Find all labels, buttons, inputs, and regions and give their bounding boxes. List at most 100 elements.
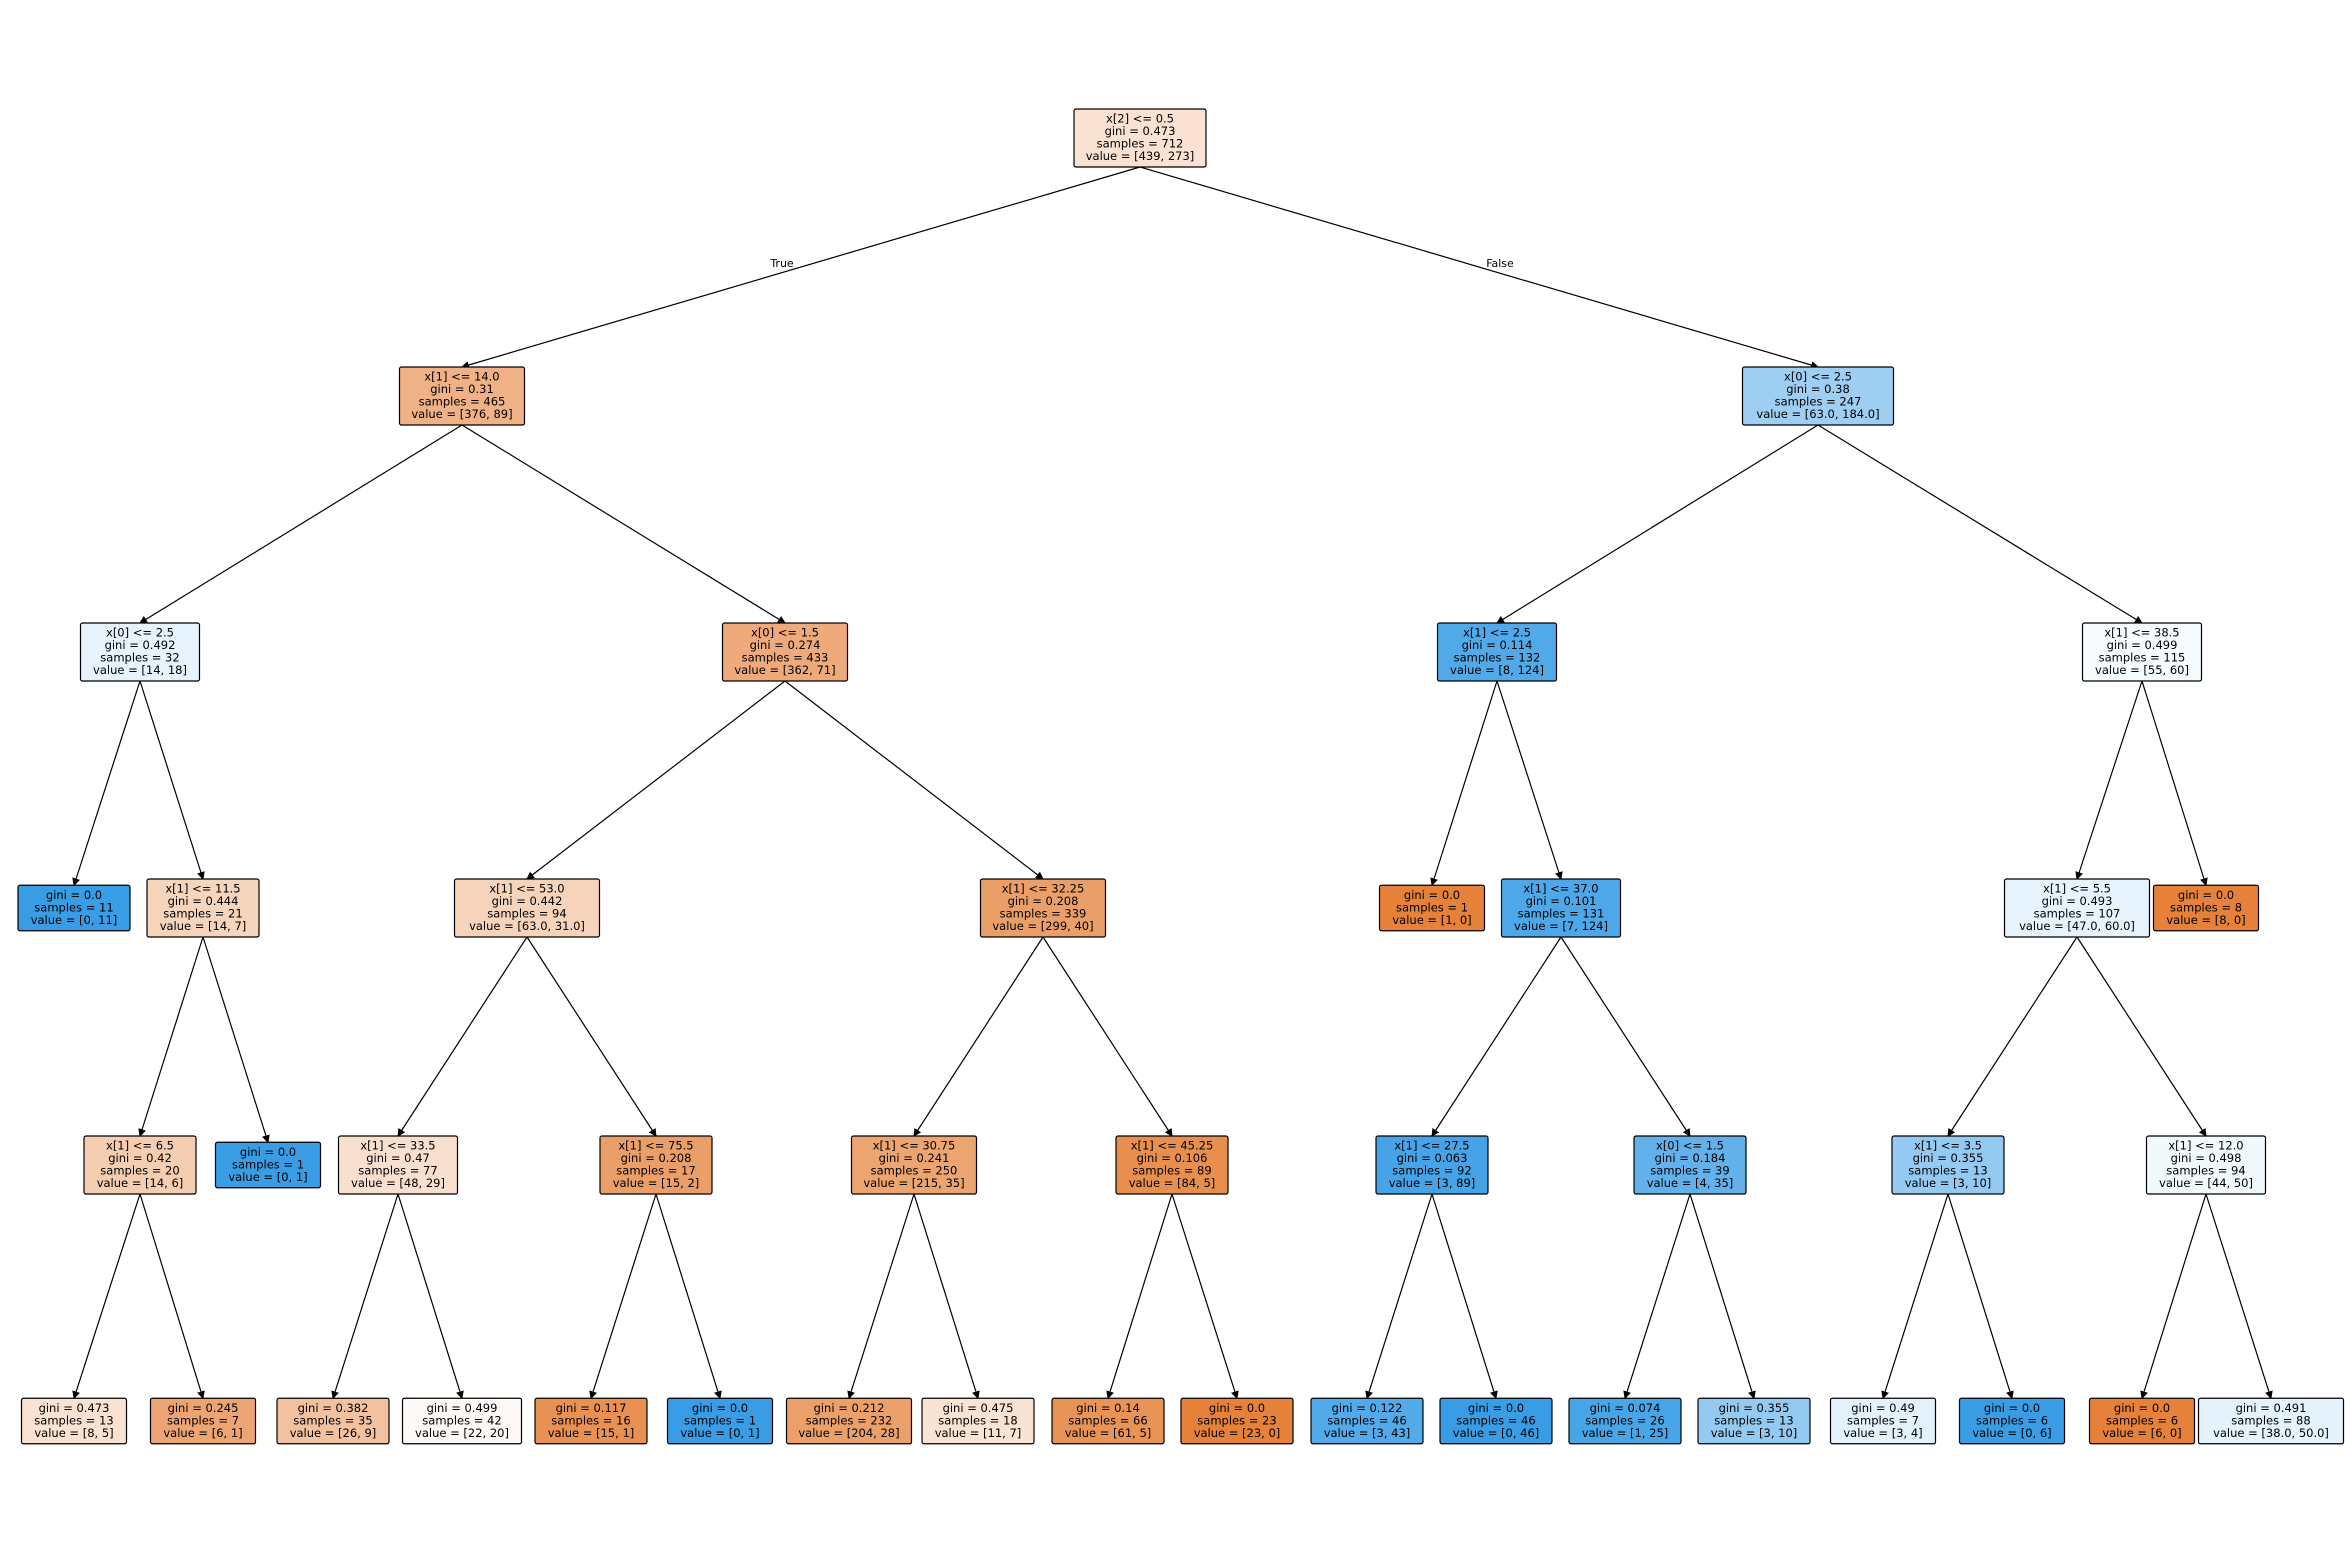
tree-node-box [1633, 1135, 1747, 1195]
tree-node-box [20, 1397, 128, 1445]
tree-edge-n6-n13 [2075, 680, 2143, 880]
tree-node-box [850, 1135, 978, 1195]
tree-node-line: value = [38.0, 50.0] [2213, 1426, 2329, 1440]
tree-node-line: value = [0, 1] [228, 1170, 307, 1184]
tree-node-line: samples = 39 [1650, 1164, 1729, 1178]
tree-node-box [1958, 1397, 2066, 1445]
tree-edge-n22-n37 [1623, 1193, 1691, 1400]
tree-node-line: value = [0, 6] [1972, 1426, 2051, 1440]
tree-node-line: gini = 0.499 [427, 1401, 498, 1415]
tree-node-line: gini = 0.444 [168, 894, 239, 908]
tree-node-line: samples = 465 [419, 395, 506, 409]
tree-node-line: value = [299, 40] [992, 919, 1093, 933]
tree-node-line: gini = 0.114 [1462, 638, 1533, 652]
tree-node-line: value = [84, 5] [1129, 1176, 1216, 1190]
tree-node-line: samples = 26 [1585, 1413, 1664, 1427]
tree-node-line: value = [61, 5] [1065, 1426, 1152, 1440]
tree-node-line: gini = 0.122 [1332, 1401, 1403, 1415]
tree-edge-n15-n25 [72, 1193, 141, 1400]
tree-node-line: x[1] <= 11.5 [165, 882, 240, 896]
tree-node-box [149, 1397, 257, 1445]
tree-node-line: value = [439, 273] [1086, 149, 1195, 163]
tree-node-line: x[1] <= 30.75 [873, 1139, 956, 1153]
tree-node-line: samples = 66 [1068, 1413, 1147, 1427]
tree-node-line: x[1] <= 14.0 [424, 370, 499, 384]
tree-node-line: samples = 1 [1396, 900, 1468, 914]
tree-edge-n24-n42 [2205, 1193, 2273, 1400]
tree-edge-n18-n29 [589, 1193, 657, 1400]
tree-node-line: value = [55, 60] [2095, 663, 2189, 677]
tree-node-line: value = [47.0, 60.0] [2019, 919, 2135, 933]
tree-node-box [2197, 1397, 2345, 1445]
tree-node-box [146, 878, 260, 938]
tree-node-line: samples = 13 [1714, 1413, 1793, 1427]
tree-node-line: gini = 0.274 [750, 638, 821, 652]
tree-node-line: x[1] <= 12.0 [2168, 1139, 2243, 1153]
tree-node-line: x[0] <= 1.5 [751, 626, 819, 640]
tree-node-line: samples = 11 [34, 900, 113, 914]
tree-edge-n2-n6 [1817, 424, 2143, 624]
tree-node-box [666, 1397, 774, 1445]
tree-edge-n12-n21 [1431, 936, 1562, 1137]
tree-node-line: gini = 0.245 [168, 1401, 239, 1415]
tree-node-box [276, 1397, 390, 1445]
tree-node-box [599, 1135, 713, 1195]
false-branch-label: False [1486, 257, 1514, 270]
tree-node-line: gini = 0.38 [1786, 382, 1850, 396]
tree-node-line: samples = 8 [2170, 900, 2242, 914]
tree-node-line: samples = 94 [2166, 1164, 2245, 1178]
tree-node-line: gini = 0.493 [2042, 894, 2113, 908]
tree-node-box [1436, 622, 1558, 682]
tree-node-box [1568, 1397, 1682, 1445]
tree-node-box [17, 884, 131, 932]
tree-node-box [401, 1397, 523, 1445]
tree-node-line: samples = 77 [358, 1164, 437, 1178]
tree-node-line: x[0] <= 1.5 [1656, 1139, 1724, 1153]
tree-edge-n17-n27 [331, 1193, 399, 1400]
tree-node-line: value = [362, 71] [734, 663, 835, 677]
tree-edge-n20-n33 [1106, 1193, 1173, 1400]
tree-node-line: value = [1, 0] [1392, 913, 1471, 927]
tree-node-line: samples = 32 [100, 651, 179, 665]
tree-edge-n3-n7 [72, 680, 141, 887]
tree-node-line: gini = 0.47 [366, 1151, 430, 1165]
tree-node-line: x[1] <= 75.5 [618, 1139, 693, 1153]
tree-node-line: gini = 0.0 [240, 1145, 296, 1159]
tree-edge-n0-n1 [461, 166, 1141, 369]
tree-node-line: gini = 0.355 [1719, 1401, 1790, 1415]
tree-node-line: value = [3, 43] [1324, 1426, 1411, 1440]
tree-node-box [1500, 878, 1622, 938]
tree-node-line: value = [6, 1] [163, 1426, 242, 1440]
tree-node-box [2088, 1397, 2196, 1445]
tree-node-line: gini = 0.442 [492, 894, 563, 908]
tree-node-line: gini = 0.0 [1209, 1401, 1265, 1415]
tree-node-line: x[1] <= 32.25 [1002, 882, 1085, 896]
tree-edge-n8-n16 [202, 936, 270, 1144]
tree-node-line: gini = 0.106 [1137, 1151, 1208, 1165]
tree-node-box [214, 1141, 322, 1189]
tree-node-line: value = [15, 2] [613, 1176, 700, 1190]
tree-node-line: value = [6, 0] [2102, 1426, 2181, 1440]
tree-node-line: samples = 339 [1000, 907, 1087, 921]
tree-node-line: x[1] <= 5.5 [2043, 882, 2111, 896]
tree-node-box [534, 1397, 648, 1445]
tree-node-line: samples = 92 [1392, 1164, 1471, 1178]
